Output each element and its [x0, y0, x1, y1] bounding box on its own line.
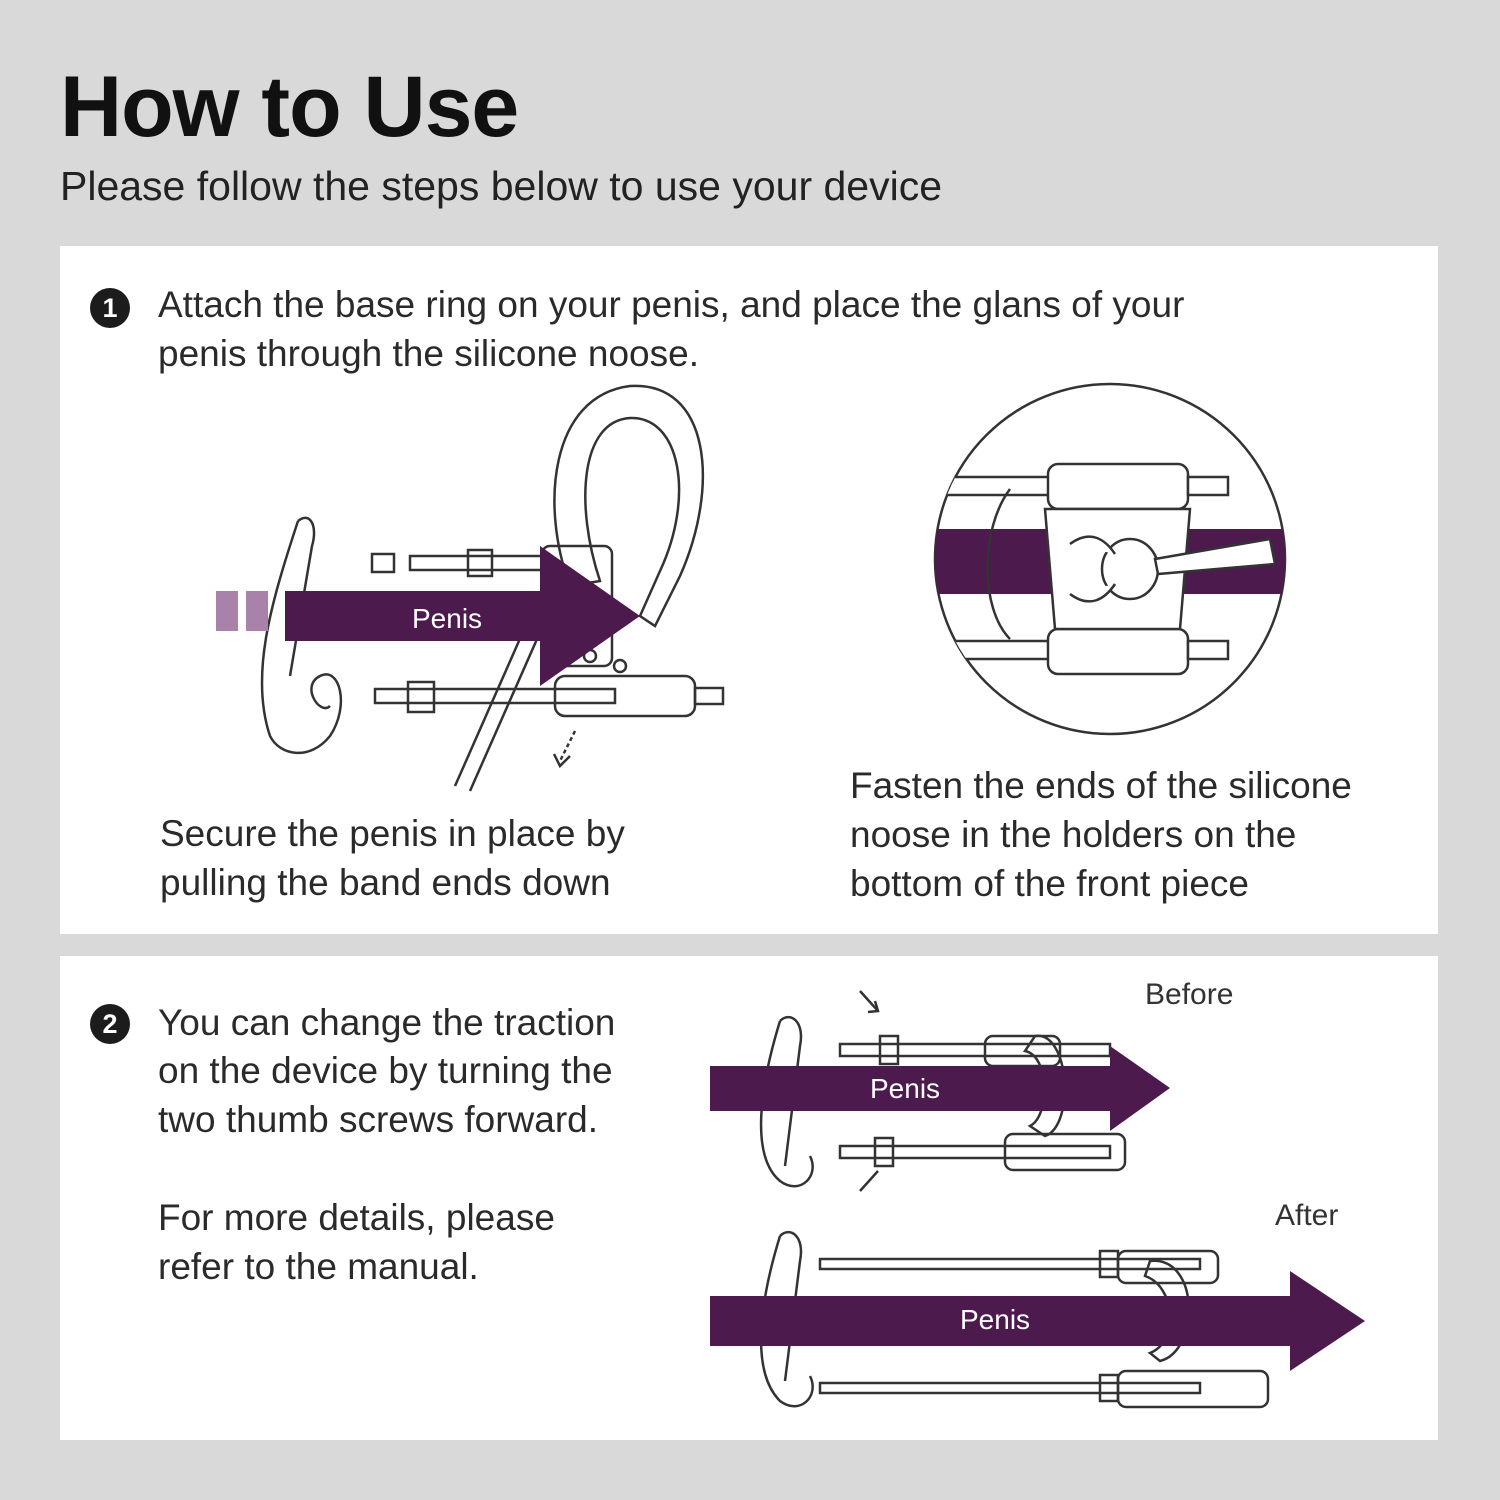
step-1-caption-right-line-2: noose in the holders on the	[850, 814, 1297, 855]
step-1-caption-right-line-1: Fasten the ends of the silicone	[850, 765, 1352, 806]
after-label: After	[1275, 1199, 1339, 1232]
device-attach-illustration: Penis	[216, 384, 725, 792]
step-1-caption-left-line-1: Secure the penis in place by	[160, 813, 625, 854]
step-1-instruction-line-2: penis through the silicone noose.	[158, 333, 699, 374]
page-title: How to Use	[60, 59, 519, 155]
before-arrow-label: Penis	[870, 1073, 940, 1104]
step-1-number-badge: 1	[90, 288, 130, 328]
step-1-arrow-label: Penis	[412, 603, 482, 634]
step-2-instruction-line-1: You can change the traction	[158, 1002, 616, 1043]
step-1-caption-left-line-2: pulling the band ends down	[160, 862, 611, 903]
step-2-number-badge: 2	[90, 1004, 130, 1044]
step-2-note-line-1: For more details, please	[158, 1197, 555, 1238]
after-traction-illustration: Penis	[710, 1230, 1365, 1409]
step-2-note-line-2: refer to the manual.	[158, 1246, 479, 1287]
after-arrow-label: Penis	[960, 1304, 1030, 1335]
step-1-instruction-line-1: Attach the base ring on your penis, and …	[158, 284, 1185, 325]
step-2-instruction-line-3: two thumb screws forward.	[158, 1099, 599, 1140]
step-2-panel: 2 You can change the traction on the dev…	[60, 956, 1438, 1440]
step-1-caption-right-line-3: bottom of the front piece	[850, 863, 1250, 904]
page-subtitle: Please follow the steps below to use you…	[60, 163, 943, 209]
before-traction-illustration: Penis	[710, 990, 1170, 1192]
noose-holder-zoom-illustration	[933, 382, 1287, 736]
step-1-panel: 1 Attach the base ring on your penis, an…	[60, 246, 1438, 934]
before-label: Before	[1145, 978, 1234, 1011]
step-2-instruction-line-2: on the device by turning the	[158, 1050, 613, 1091]
